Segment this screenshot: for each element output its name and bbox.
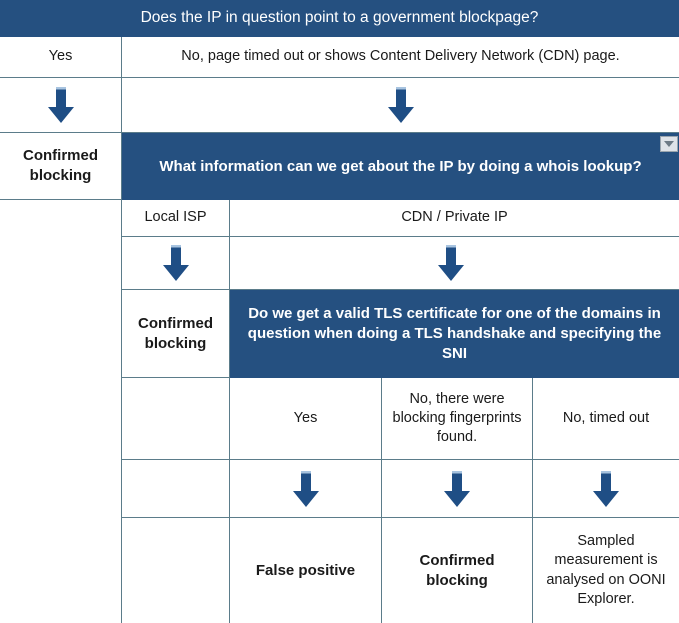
left-empty-column xyxy=(0,200,122,623)
tier1-outcome-text: Confirmed blocking xyxy=(23,147,98,184)
down-arrow-icon xyxy=(163,245,189,281)
tier3-outcome-0-cell: False positive xyxy=(230,518,382,623)
tier3-answer-0-cell: Yes xyxy=(230,378,382,460)
tier3-outcome-2-text: Sampled measurement is analysed on OONI … xyxy=(546,533,666,607)
tier3-question-banner: Do we get a valid TLS certificate for on… xyxy=(230,290,679,378)
chevron-down-glyph xyxy=(664,141,674,147)
tier1-arrow-no xyxy=(386,84,416,126)
tier3-answer-0-text: Yes xyxy=(293,409,318,426)
tier2-answer-local-isp-cell: Local ISP xyxy=(122,200,230,237)
tier2-answer-cdn-text: CDN / Private IP xyxy=(401,209,508,226)
down-arrow-icon xyxy=(593,471,619,507)
tier2-question-text: What information can we get about the IP… xyxy=(159,157,642,175)
tier2-arrow-local-isp xyxy=(161,242,191,284)
tier2-question-banner: What information can we get about the IP… xyxy=(122,133,679,200)
down-arrow-icon xyxy=(444,471,470,507)
tier2-arrow-cdn xyxy=(436,242,466,284)
chevron-down-icon[interactable] xyxy=(660,136,678,152)
tier1-answer-no-text: No, page timed out or shows Content Deli… xyxy=(181,48,620,65)
tier3-question-text: Do we get a valid TLS certificate for on… xyxy=(247,305,662,362)
tier3-answer-1-cell: No, there were blocking fingerprints fou… xyxy=(382,378,533,460)
tier1-arrow-yes xyxy=(46,84,76,126)
tier2-outcome-text: Confirmed blocking xyxy=(138,314,213,352)
tier3-outcome-2-cell: Sampled measurement is analysed on OONI … xyxy=(533,518,679,623)
tier3-arrow-0 xyxy=(291,468,321,510)
tier3-outcome-1-text: Confirmed blocking xyxy=(419,551,495,589)
down-arrow-icon xyxy=(293,471,319,507)
tier3-answer-2-text: No, timed out xyxy=(562,409,650,426)
tier1-answer-no-cell: No, page timed out or shows Content Deli… xyxy=(122,37,679,78)
down-arrow-icon xyxy=(438,245,464,281)
down-arrow-icon xyxy=(48,87,74,123)
tier3-outcome-1-cell: Confirmed blocking xyxy=(382,518,533,623)
tier2-answer-local-isp-text: Local ISP xyxy=(144,209,207,226)
tier3-left-spacer-arrows xyxy=(122,460,230,518)
tier3-left-spacer-outcomes xyxy=(122,518,230,623)
tier3-outcome-0-text: False positive xyxy=(255,561,356,579)
tier2-answer-cdn-cell: CDN / Private IP xyxy=(230,200,679,237)
tier1-question-banner: Does the IP in question point to a gover… xyxy=(0,0,679,37)
tier1-outcome-confirmed-blocking: Confirmed blocking xyxy=(0,133,122,200)
tier1-answer-yes-text: Yes xyxy=(48,48,73,65)
tier3-arrow-2 xyxy=(591,468,621,510)
tier3-left-spacer-answers xyxy=(122,378,230,460)
tier2-outcome-confirmed-blocking: Confirmed blocking xyxy=(122,290,230,378)
down-arrow-icon xyxy=(388,87,414,123)
tier3-answer-2-cell: No, timed out xyxy=(533,378,679,460)
tier1-answer-yes-cell: Yes xyxy=(0,37,122,78)
tier3-answer-1-text: No, there were blocking fingerprints fou… xyxy=(392,390,522,446)
tier1-question-text: Does the IP in question point to a gover… xyxy=(140,9,539,27)
tier3-arrow-1 xyxy=(442,468,472,510)
